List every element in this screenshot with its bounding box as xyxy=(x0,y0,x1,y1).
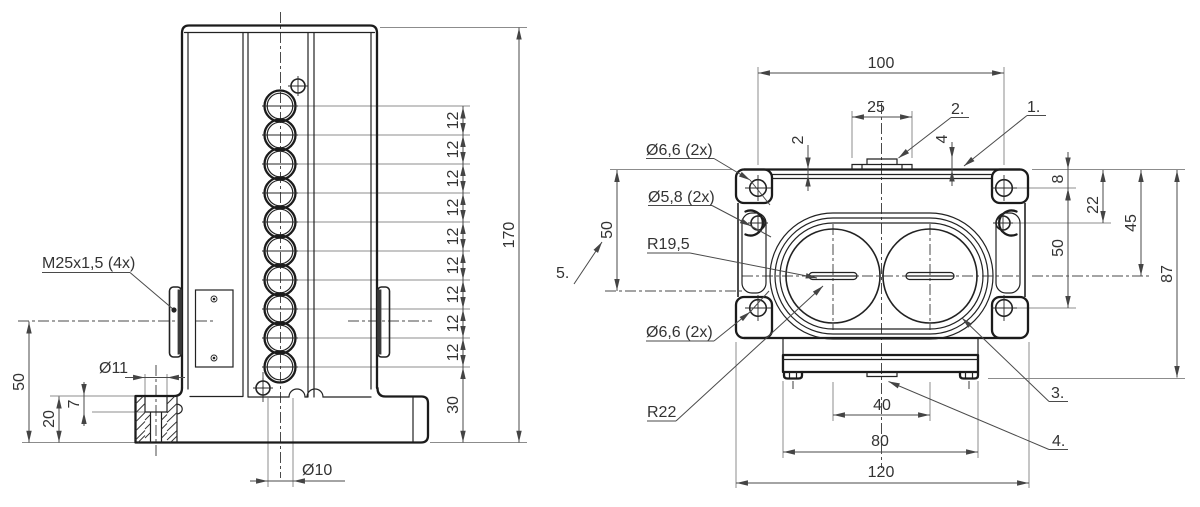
dim-step-height: 2 xyxy=(790,135,807,144)
dim-pitch-5: 12 xyxy=(445,228,462,246)
callout-4: 4. xyxy=(1052,433,1065,450)
thread-label: M25x1,5 (4x) xyxy=(42,255,135,272)
small-pilot-hole xyxy=(288,76,308,96)
dim-pitch-1: 12 xyxy=(445,112,462,130)
dim-bore-spacing: 40 xyxy=(873,397,891,414)
dim-pitch-3: 12 xyxy=(445,170,462,188)
dim-pitch-9: 12 xyxy=(445,344,462,362)
dim-pitch-4: 12 xyxy=(445,199,462,217)
dim-overall-height-right: 87 xyxy=(1159,265,1176,283)
dim-edge-to-bore-center: 45 xyxy=(1123,214,1140,232)
nameplate xyxy=(194,289,234,368)
dim-edge-to-hole: 8 xyxy=(1050,174,1067,183)
dim-edge-to-hole2: 22 xyxy=(1085,196,1102,214)
dim-overall-height: 170 xyxy=(501,222,518,249)
cable-gland-boss-right xyxy=(376,286,391,358)
dim-pitch-6: 12 xyxy=(445,257,462,275)
dim-edge-to-centerline: 50 xyxy=(599,221,616,239)
dim-foot-height: 20 xyxy=(41,410,58,428)
dim-tab-height: 4 xyxy=(934,134,951,143)
corner-pad xyxy=(990,168,1030,205)
label-corner-hole-bottom: Ø6,6 (2x) xyxy=(646,324,713,341)
dim-hole-spacing-y: 50 xyxy=(1050,239,1067,257)
callout-5: 5. xyxy=(556,265,569,282)
top-tab xyxy=(851,158,913,171)
dim-tab-width: 25 xyxy=(867,99,885,116)
callout-2: 2. xyxy=(951,101,964,118)
dim-pitch-7: 12 xyxy=(445,286,462,304)
front-view: M25x1,5 (4x) Ø11 7 20 50 12 12 12 12 12 … xyxy=(11,12,527,487)
dim-bottom-offset: 30 xyxy=(445,396,462,414)
dim-overall-width: 120 xyxy=(868,464,895,481)
bore-left xyxy=(785,228,881,324)
callout-1: 1. xyxy=(1027,99,1040,116)
dim-bottom-hole-dia: Ø10 xyxy=(302,462,332,479)
callout-3: 3. xyxy=(1051,385,1064,402)
gland-hole-column xyxy=(262,89,298,384)
corner-pad xyxy=(990,295,1030,340)
dim-strip-width: 80 xyxy=(871,433,889,450)
corner-pad xyxy=(734,295,774,340)
label-corner-hole-top: Ø6,6 (2x) xyxy=(646,142,713,159)
corner-pad xyxy=(734,168,774,205)
dim-counterbore-dia: Ø11 xyxy=(99,360,128,377)
label-bore-radius: R19,5 xyxy=(647,236,690,253)
bore-right xyxy=(882,228,978,324)
label-mid-hole: Ø5,8 (2x) xyxy=(648,189,715,206)
dim-pitch-2: 12 xyxy=(445,141,462,159)
leader-dot xyxy=(171,307,177,313)
dim-pitch-8: 12 xyxy=(445,315,462,333)
dim-counterbore-depth: 7 xyxy=(66,399,83,408)
bottom-side-hole xyxy=(253,378,273,398)
label-boss-radius: R22 xyxy=(647,404,676,421)
cable-gland-boss-left xyxy=(168,286,183,358)
dim-center-to-base: 50 xyxy=(11,373,28,391)
dim-hole-spacing-x: 100 xyxy=(868,55,895,72)
top-view: 100 25 2 4 8 22 45 50 87 50 40 80 120 Ø6… xyxy=(556,55,1185,488)
